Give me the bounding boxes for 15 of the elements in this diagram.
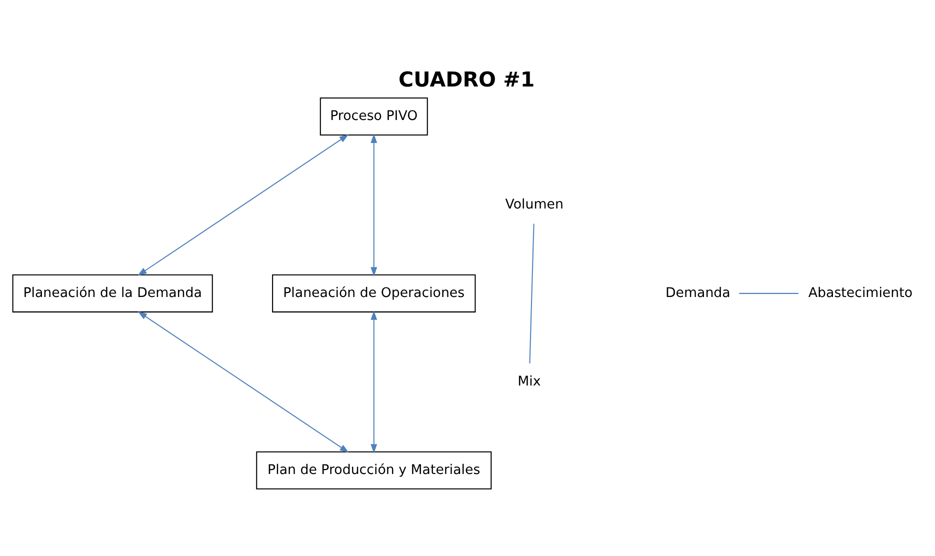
diagram-title: CUADRO #1 [398, 68, 535, 92]
node-box: Proceso PIVO [320, 97, 428, 136]
node-text: Abastecimiento [808, 286, 913, 301]
node-box: Planeación de la Demanda [12, 274, 213, 312]
arrow [370, 134, 378, 276]
arrow [138, 311, 350, 453]
connector [529, 224, 534, 364]
connector [739, 292, 798, 294]
node-box: Plan de Producción y Materiales [256, 451, 492, 490]
arrow [370, 310, 378, 454]
node-box: Planeación de Operaciones [272, 274, 476, 312]
node-text: Mix [518, 374, 541, 390]
node-text: Volumen [505, 197, 564, 212]
arrow [137, 134, 349, 276]
node-text: Demanda [666, 286, 730, 301]
